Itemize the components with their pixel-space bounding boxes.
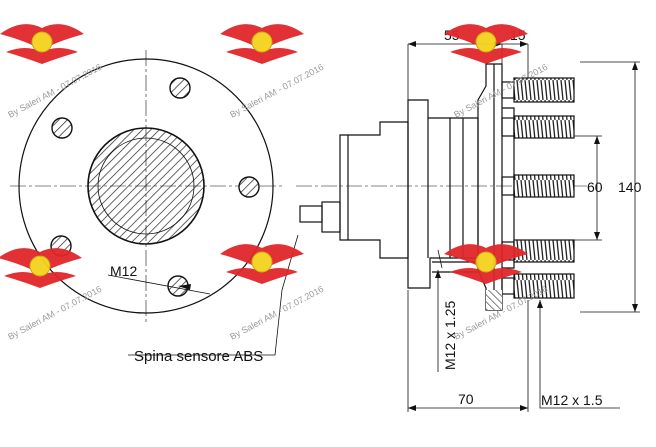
logo-mark	[444, 244, 528, 284]
thread-label-m12x1-25: M12 x 1.25	[442, 301, 458, 370]
bolt-hole	[169, 77, 191, 99]
bolt-hole	[238, 176, 260, 198]
side-view	[296, 63, 590, 311]
logo-mark	[0, 24, 84, 64]
dim-140: 140	[618, 179, 642, 195]
watermark-text: By Saleri AM - 07.07.2016	[6, 284, 103, 342]
wheel-stud	[513, 77, 575, 103]
abs-sensor-label: Spina sensore ABS	[134, 348, 263, 365]
bearing-housing	[339, 121, 409, 259]
logo-mark	[444, 24, 528, 64]
wheel-stud	[513, 273, 575, 299]
abs-sensor-pin	[299, 205, 323, 223]
mounting-flange	[407, 99, 451, 289]
logo-mark	[220, 244, 304, 284]
watermark-logos	[0, 24, 528, 288]
dim-70: 70	[458, 391, 474, 407]
watermark-text: By Saleri AM - 07.07.2016	[228, 284, 325, 342]
logo-mark	[0, 248, 82, 288]
thread-label-m12: M12	[110, 263, 137, 279]
logo-mark	[220, 24, 304, 64]
dimension-lines	[407, 43, 640, 412]
thread-label-m12x1-5: M12 x 1.5	[541, 392, 603, 408]
watermark-text: By Saleri AM - 07.07.2016	[6, 62, 103, 120]
hub-body	[450, 117, 479, 259]
bolt-hole	[51, 117, 73, 139]
front-view	[10, 50, 299, 356]
wheel-stud	[513, 115, 575, 139]
dimension-arrows	[408, 41, 638, 411]
watermark-text: By Saleri AM - 07.07.2016	[228, 62, 325, 120]
wheel-stud	[513, 174, 575, 198]
dim-60: 60	[587, 179, 603, 195]
